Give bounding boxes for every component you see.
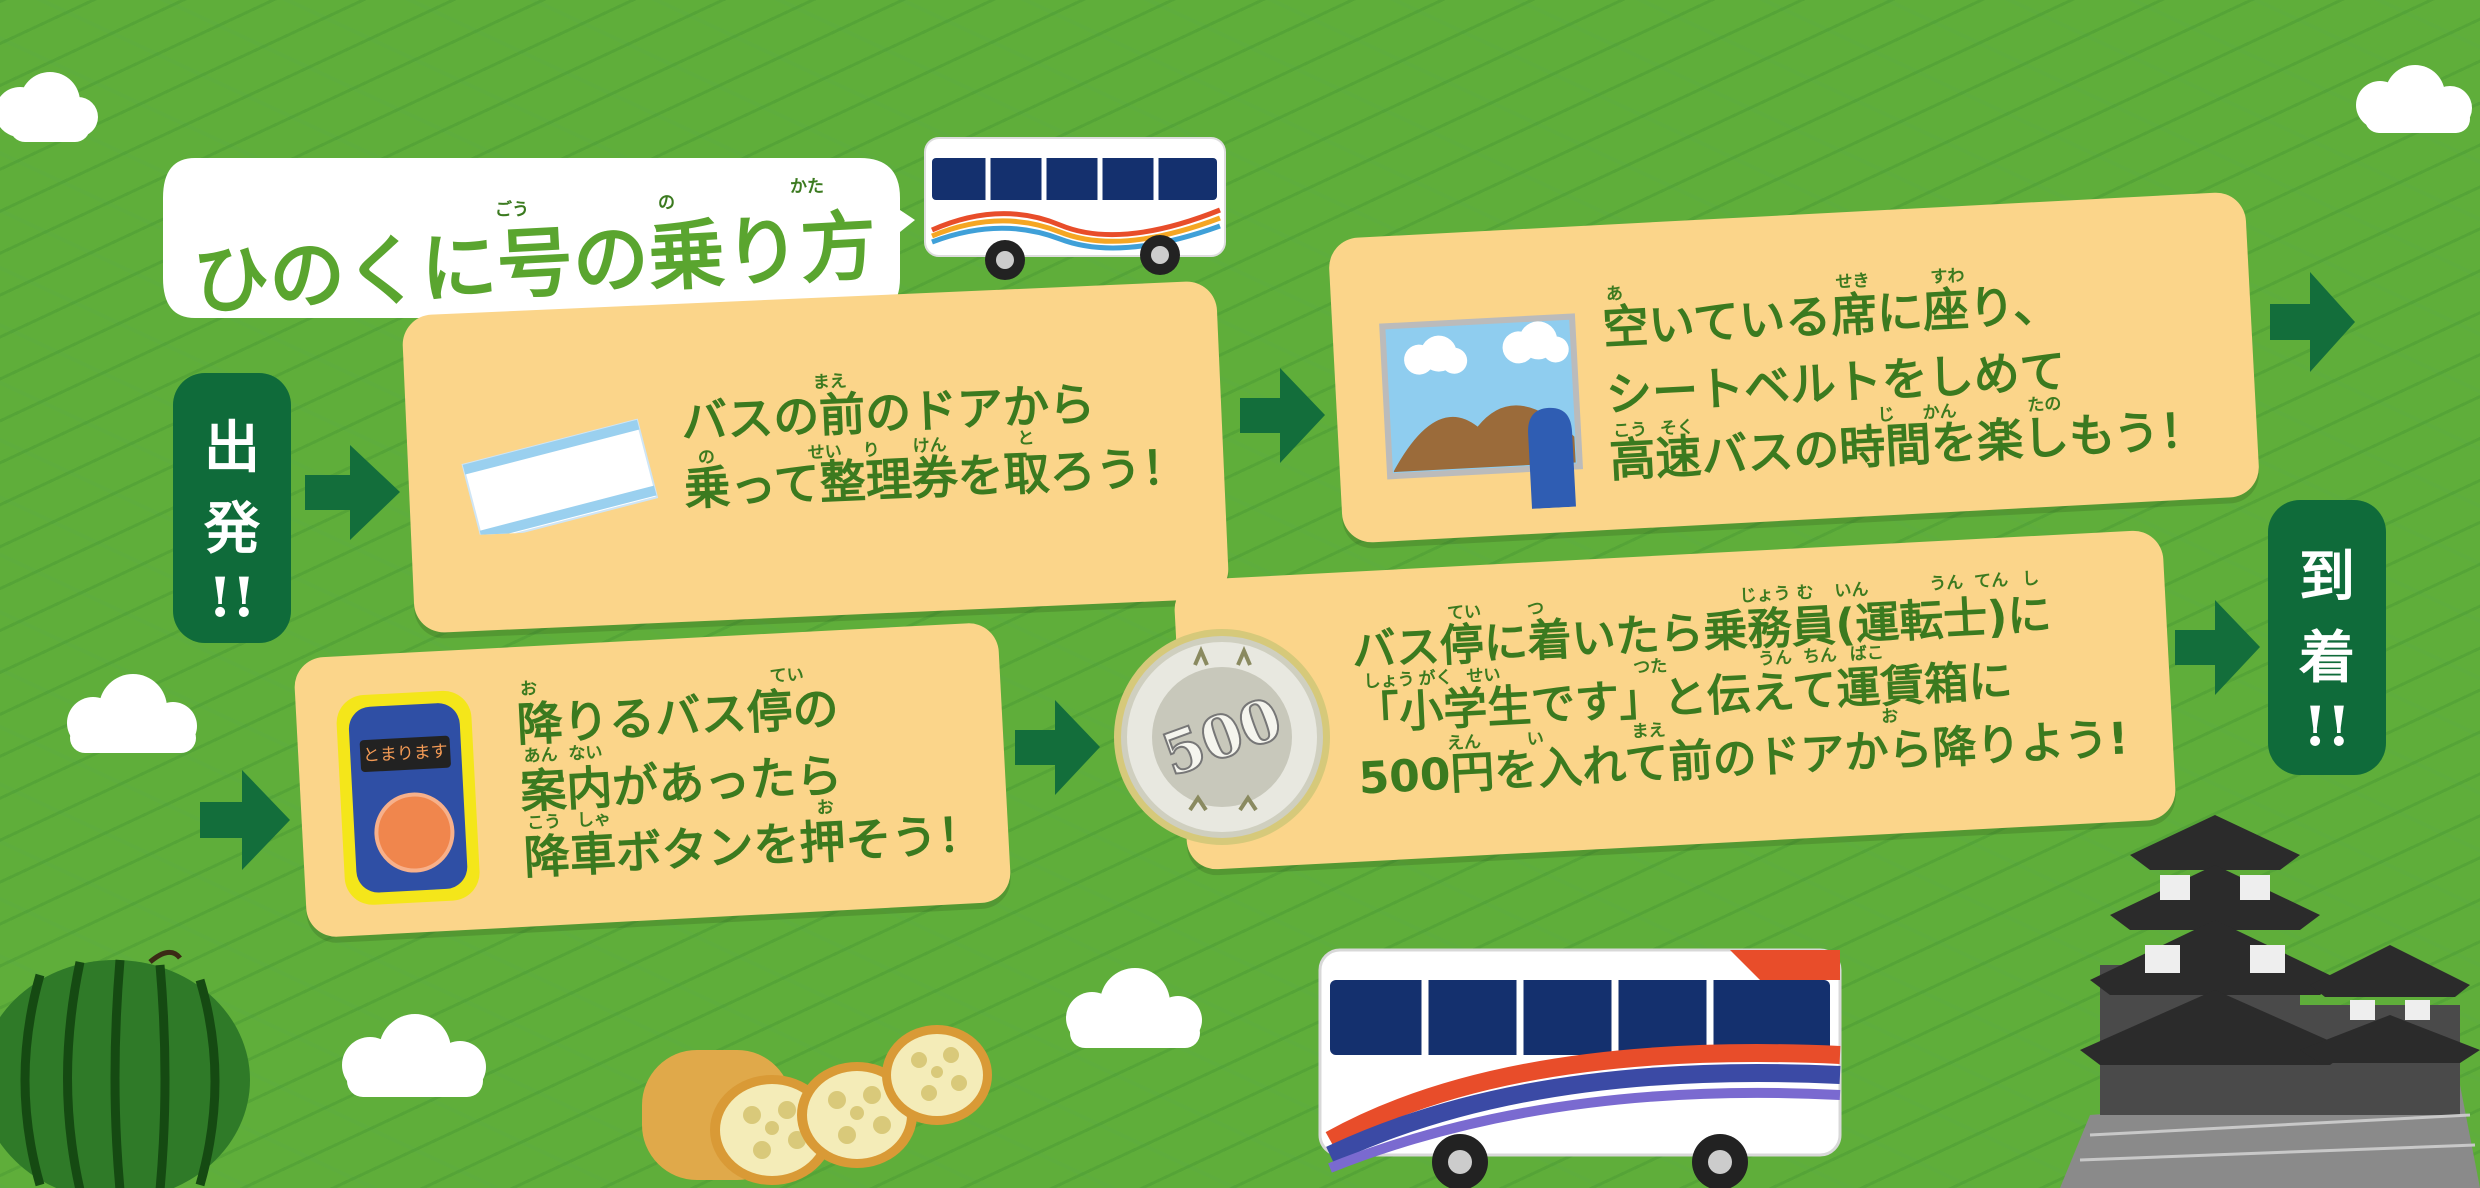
start-label: 出 発 !! (173, 373, 291, 643)
step-4-furigana: てん (1973, 570, 2009, 593)
step-4-furigana: じょう (1739, 583, 1792, 607)
step-2-furigana: せき (1835, 270, 1871, 293)
cloud-icon (2356, 65, 2472, 133)
step-1-furigana: り (862, 440, 881, 461)
watermelon-illustration (0, 949, 250, 1188)
lotus-root-illustration (642, 1025, 992, 1185)
step-4-furigana: てい (1446, 602, 1482, 624)
step-3-furigana: しゃ (576, 809, 612, 831)
arrow-right-icon (305, 445, 400, 540)
step-1-furigana: と (1016, 428, 1035, 450)
step-2-furigana: かん (1922, 401, 1958, 424)
start-label-char: !! (208, 565, 256, 629)
start-label-char: 発 (204, 496, 260, 562)
step-4-furigana: し (2021, 568, 2040, 590)
step-2-furigana: すわ (1929, 265, 1965, 288)
step-4-furigana: しょう (1363, 669, 1416, 693)
step-card-2: 空いている席に座り、 シートベルトをしめて 高速バスの時間を楽しもう！ あ せき… (1327, 191, 2261, 544)
arrow-right-icon (1240, 368, 1325, 463)
coin-500-yen-icon: 500 (1114, 629, 1330, 845)
step-4-furigana: ちん (1802, 645, 1838, 668)
step-2-furigana: たの (2026, 394, 2062, 416)
step-4-furigana: せい (1465, 665, 1501, 687)
step-2-text: 空いている席に座り、 シートベルトをしめて 高速バスの時間を楽しもう！ (1601, 264, 2207, 495)
step-4-furigana: お (1880, 706, 1899, 728)
step-4-furigana: い (1526, 728, 1545, 750)
arrow-right-icon (1015, 700, 1100, 795)
step-3-furigana: ない (568, 742, 604, 765)
step-4-furigana: つ (1526, 598, 1545, 620)
step-2-furigana: そく (1659, 417, 1695, 440)
stop-button-label: とまります (359, 735, 452, 773)
step-3-furigana: あん (523, 744, 559, 767)
step-4-furigana: ばこ (1849, 643, 1885, 665)
arrive-label: 到 着 !! (2268, 500, 2386, 775)
arrow-right-icon (2270, 272, 2355, 372)
ticket-icon (461, 418, 659, 536)
step-3-text: 降りるバス停の 案内があったら 降車ボタンを押そう！ (515, 668, 985, 892)
step-1-furigana: せい (807, 441, 843, 464)
bus-window-seat-icon (1379, 313, 1584, 509)
step-4-furigana: つた (1632, 656, 1668, 679)
step-4-furigana: えん (1446, 732, 1482, 754)
cloud-icon (342, 1014, 486, 1097)
step-3-furigana: お (816, 797, 835, 819)
step-4-furigana: うん (1757, 647, 1793, 670)
title-furigana: ごう (495, 200, 529, 220)
castle-illustration (2060, 815, 2480, 1188)
step-1-furigana: の (697, 447, 716, 469)
step-4-furigana: がく (1418, 667, 1454, 690)
arrive-label-char: !! (2303, 694, 2351, 758)
title-furigana: の (658, 193, 675, 213)
step-4-furigana: いん (1834, 579, 1870, 602)
bus-illustration (1318, 948, 1842, 1188)
step-3-furigana: お (519, 678, 538, 700)
step-3-furigana: てい (769, 664, 805, 687)
bus-illustration (924, 137, 1226, 280)
step-1-furigana: けん (912, 435, 948, 457)
step-4-furigana: まえ (1631, 720, 1667, 743)
step-2-furigana: こう (1612, 419, 1648, 442)
cloud-icon (1066, 968, 1202, 1048)
arrive-label-char: 着 (2299, 625, 2355, 691)
cloud-icon (0, 72, 98, 142)
title-speech-bubble (163, 158, 915, 318)
title-furigana: かた (790, 177, 824, 197)
start-label-char: 出 (204, 415, 260, 481)
step-card-1: バスの前のドアから 乗って整理券を取ろう！ まえ の せい り けん と (401, 280, 1230, 634)
arrive-label-char: 到 (2299, 544, 2355, 610)
arrow-right-icon (2175, 600, 2260, 695)
step-1-furigana: まえ (812, 371, 848, 394)
step-2-furigana: じ (1877, 404, 1896, 426)
step-2-furigana: あ (1605, 283, 1624, 305)
cloud-icon (67, 674, 197, 753)
step-3-furigana: こう (526, 811, 562, 834)
step-card-3: とまります 降りるバス停の 案内があったら 降車ボタンを押そう！ お てい あん… (293, 621, 1012, 939)
arrow-right-icon (200, 770, 290, 870)
step-4-furigana: うん (1928, 572, 1964, 595)
step-4-furigana: む (1796, 582, 1815, 604)
